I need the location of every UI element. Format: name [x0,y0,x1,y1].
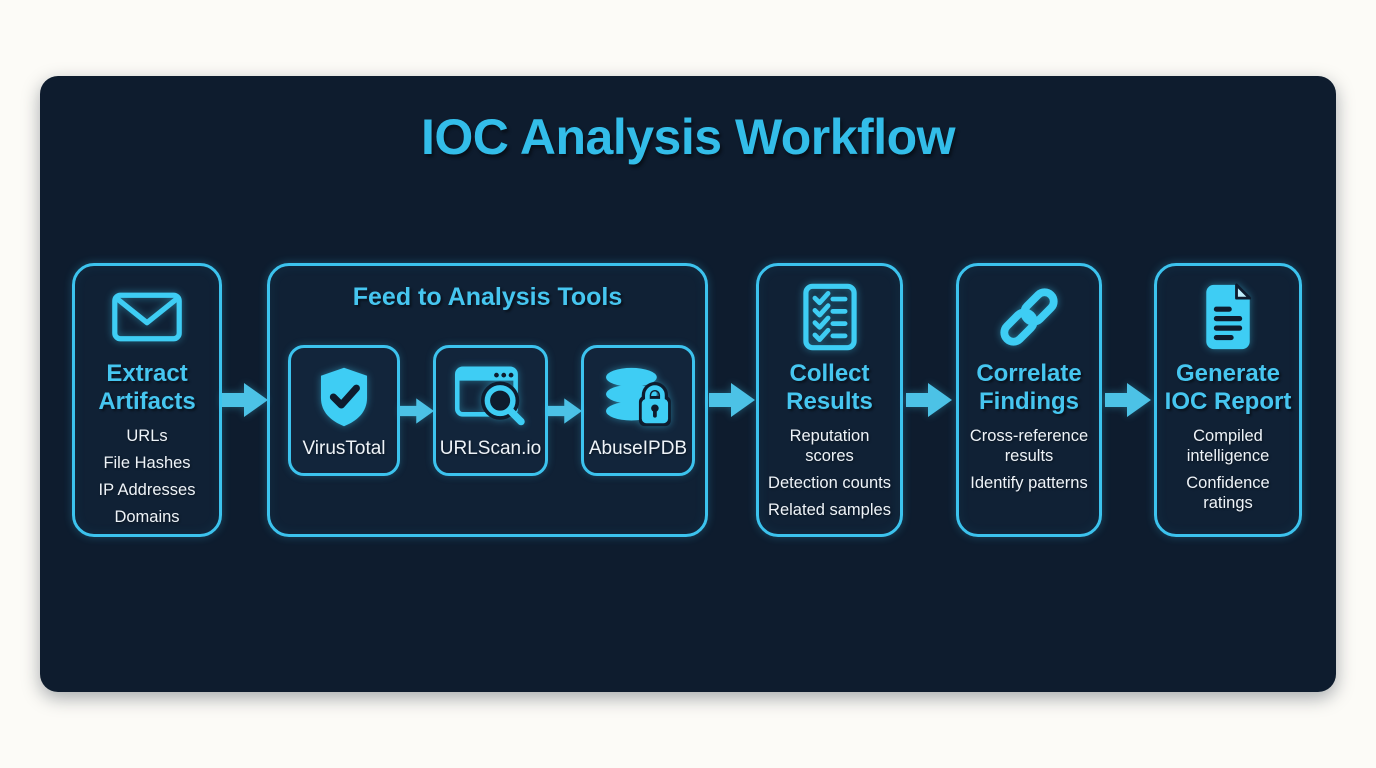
chain-link-icon [996,266,1062,358]
flow-arrow-small [548,396,582,431]
step-title: Collect Results [786,360,873,416]
browser-search-icon [454,348,528,438]
shield-check-icon [317,348,371,438]
list-item: Related samples [768,501,891,519]
list-item: Reputation scores [789,426,870,465]
database-lock-icon [603,348,673,438]
list-item: Confidence ratings [1186,473,1270,512]
checklist-icon [802,266,858,358]
step-collect-results: Collect Results Reputation scores Detect… [756,263,903,537]
list-item: Identify patterns [970,473,1088,492]
document-icon [1200,266,1256,358]
list-item: Cross-reference results [969,426,1089,465]
step-items: Cross-reference results Identify pattern… [959,426,1099,493]
workflow-row: Extract Artifacts URLs File Hashes IP Ad… [40,263,1336,537]
step-items: Compiled intelligence Confidence ratings [1157,426,1299,514]
tool-urlscan: URLScan.io [433,345,548,476]
list-item: Detection counts [768,473,891,492]
tool-virustotal: VirusTotal [288,345,400,476]
step-title: Generate IOC Report [1164,360,1292,416]
workflow-panel: IOC Analysis Workflow Extract Artifacts … [40,76,1336,692]
envelope-icon [111,266,183,358]
page-title: IOC Analysis Workflow [420,109,956,165]
list-item: IP Addresses [98,480,196,499]
tool-label: URLScan.io [439,438,542,459]
list-item: URLs [126,426,168,445]
flow-arrow [222,380,268,425]
step-items: Reputation scores Detection counts Relat… [759,426,900,521]
group-title: Feed to Analysis Tools [352,283,623,311]
flow-arrow-small [400,396,434,431]
step-title: Correlate Findings [976,360,1082,416]
flow-arrow [1105,380,1151,425]
step-extract-artifacts: Extract Artifacts URLs File Hashes IP Ad… [72,263,222,537]
tool-label: AbuseIPDB [588,438,688,459]
flow-arrow [906,380,952,425]
flow-arrow [709,380,755,425]
list-item: Compiled intelligence [1186,426,1270,465]
tool-abuseipdb: AbuseIPDB [581,345,695,476]
list-item: Domains [114,508,180,526]
tool-label: VirusTotal [302,438,386,459]
step-feed-to-tools: Feed to Analysis Tools VirusTotal [267,263,708,537]
step-correlate-findings: Correlate Findings Cross-reference resul… [956,263,1102,537]
step-generate-report: Generate IOC Report Compiled intelligenc… [1154,263,1302,537]
list-item: File Hashes [103,453,191,472]
step-items: URLs File Hashes IP Addresses Domains [75,426,219,528]
step-title: Extract Artifacts [98,360,196,416]
